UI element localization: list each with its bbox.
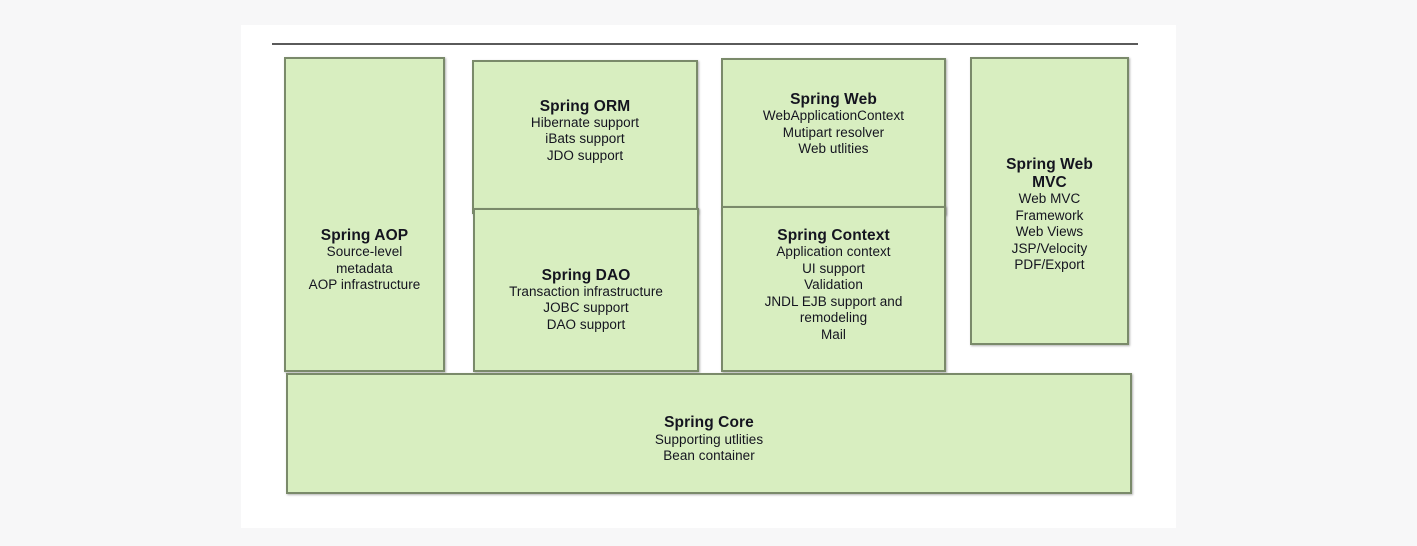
block-title: Spring Context	[777, 226, 890, 244]
block-line: AOP infrastructure	[308, 277, 421, 293]
block-line: Web MVC	[1018, 191, 1081, 207]
block-spring-orm: Spring ORM Hibernate support iBats suppo…	[472, 60, 698, 214]
block-title: Spring Core	[664, 414, 754, 432]
block-lines: Hibernate support iBats support JDO supp…	[531, 115, 639, 164]
block-line: Mail	[821, 326, 846, 342]
block-line: JNDL EJB support and	[764, 293, 903, 309]
block-content: Spring Core Supporting utlities Bean con…	[655, 414, 763, 464]
block-lines: Web MVC Framework Web Views JSP/Velocity…	[1012, 191, 1088, 273]
block-spring-web: Spring Web WebApplicationContext Mutipar…	[721, 58, 946, 215]
block-line: Web utlities	[798, 141, 869, 157]
block-line: Source-level	[326, 244, 403, 260]
block-line: JSP/Velocity	[1011, 240, 1088, 256]
block-content: Spring Web WebApplicationContext Mutipar…	[763, 91, 904, 158]
block-line: DAO support	[546, 316, 626, 332]
block-spring-aop: Spring AOP Source-level metadata AOP inf…	[284, 57, 445, 372]
block-line: Transaction infrastructure	[509, 283, 663, 299]
block-line: iBats support	[545, 131, 625, 147]
block-line: Framework	[1015, 207, 1084, 223]
block-line: remodeling	[799, 310, 868, 326]
block-content: Spring DAO Transaction infrastructure JO…	[509, 267, 663, 334]
block-content: Spring Context Application context UI su…	[765, 227, 903, 343]
block-lines: Application context UI support Validatio…	[765, 244, 903, 343]
block-line: metadata	[336, 260, 393, 276]
block-spring-core: Spring Core Supporting utlities Bean con…	[286, 373, 1132, 494]
diagram-card: Spring AOP Source-level metadata AOP inf…	[241, 25, 1176, 528]
block-line: Bean container	[663, 448, 755, 464]
block-line: PDF/Export	[1014, 257, 1085, 273]
block-content: Spring AOP Source-level metadata AOP inf…	[309, 227, 421, 294]
block-line: Validation	[804, 277, 863, 293]
block-line: UI support	[802, 260, 865, 276]
block-line: JDO support	[546, 147, 624, 163]
block-title: Spring Web MVC	[1006, 156, 1093, 191]
top-divider-rule	[272, 43, 1138, 45]
block-line: Application context	[776, 244, 891, 260]
block-line: WebApplicationContext	[762, 108, 905, 124]
block-title: Spring Web	[790, 91, 877, 109]
block-line: JOBC support	[543, 300, 629, 316]
block-title: Spring ORM	[539, 97, 631, 115]
block-spring-web-mvc: Spring Web MVC Web MVC Framework Web Vie…	[970, 57, 1129, 345]
block-line: Mutipart resolver	[782, 124, 885, 140]
block-spring-context: Spring Context Application context UI su…	[721, 206, 946, 372]
block-line: Supporting utlities	[654, 431, 764, 447]
block-title: Spring AOP	[320, 227, 409, 245]
block-content: Spring Web MVC Web MVC Framework Web Vie…	[1006, 156, 1093, 273]
block-lines: WebApplicationContext Mutipart resolver …	[763, 108, 904, 157]
block-lines: Supporting utlities Bean container	[655, 432, 763, 465]
block-content: Spring ORM Hibernate support iBats suppo…	[531, 98, 639, 165]
block-title: Spring DAO	[541, 266, 631, 284]
block-lines: Transaction infrastructure JOBC support …	[509, 284, 663, 333]
block-line: Hibernate support	[530, 114, 640, 130]
block-line: Web Views	[1015, 224, 1084, 240]
block-spring-dao: Spring DAO Transaction infrastructure JO…	[473, 208, 699, 372]
block-lines: Source-level metadata AOP infrastructure	[309, 244, 421, 293]
